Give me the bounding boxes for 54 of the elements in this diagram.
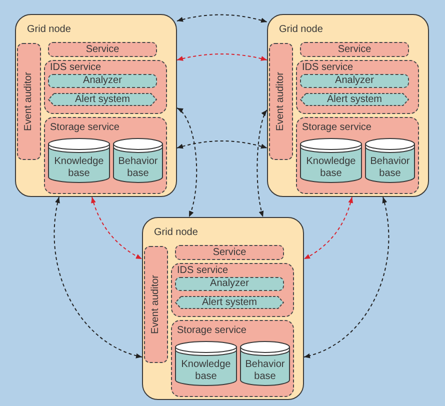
node-label: Alert system — [202, 296, 257, 308]
double-arrow — [256, 110, 268, 218]
analyzer-box — [300, 74, 409, 88]
section-heading: IDS service — [177, 265, 228, 277]
node-label: Behavior base — [117, 156, 159, 180]
node-label: Service — [212, 246, 246, 258]
double-arrow — [176, 54, 268, 61]
grid-node-panel — [142, 217, 304, 400]
node-label: Event auditor — [275, 72, 287, 131]
node-title: Grid node — [279, 24, 323, 36]
node-label: Analyzer — [83, 75, 122, 87]
node-label: Alert system — [74, 94, 130, 106]
node-title: Grid node — [27, 24, 71, 36]
node-label: Knowledge base — [180, 359, 232, 383]
service-group-panel — [171, 263, 294, 317]
node-label: Knowledge base — [305, 156, 357, 180]
node-label: Event auditor — [150, 275, 162, 334]
double-arrow — [91, 196, 142, 260]
double-arrow — [176, 140, 268, 149]
node-label: Analyzer — [335, 75, 374, 87]
node-label: Behavior base — [369, 156, 411, 180]
node-title: Grid node — [154, 227, 198, 239]
service-group-panel — [44, 117, 167, 194]
section-heading: Storage service — [177, 325, 246, 337]
double-arrow — [304, 196, 390, 358]
section-heading: Storage service — [302, 122, 372, 134]
node-label: Behavior base — [244, 359, 286, 383]
node-label: Service — [338, 44, 372, 56]
grid-node-panel — [267, 14, 429, 197]
service-group-panel — [171, 320, 294, 397]
section-heading: Storage service — [50, 122, 120, 134]
service-box — [300, 42, 409, 57]
service-group-panel — [296, 60, 419, 114]
service-box — [48, 42, 157, 57]
section-heading: IDS service — [302, 62, 354, 74]
double-arrow — [176, 108, 198, 218]
service-group-panel — [44, 60, 167, 114]
double-arrow — [304, 196, 353, 260]
section-heading: IDS service — [50, 62, 102, 74]
double-arrow — [54, 196, 142, 358]
analyzer-box — [175, 277, 284, 291]
service-box — [175, 245, 284, 260]
node-label: Service — [86, 44, 120, 56]
grid-node-panel — [15, 14, 177, 197]
service-group-panel — [296, 117, 419, 194]
analyzer-box — [48, 74, 157, 88]
double-arrow — [176, 14, 268, 23]
node-label: Knowledge base — [53, 156, 105, 180]
event-auditor-bar — [17, 43, 41, 160]
node-label: Analyzer — [210, 278, 249, 290]
event-auditor-bar — [269, 43, 293, 160]
event-auditor-bar — [144, 246, 168, 363]
node-label: Event auditor — [23, 72, 35, 131]
node-label: Alert system — [326, 94, 382, 106]
